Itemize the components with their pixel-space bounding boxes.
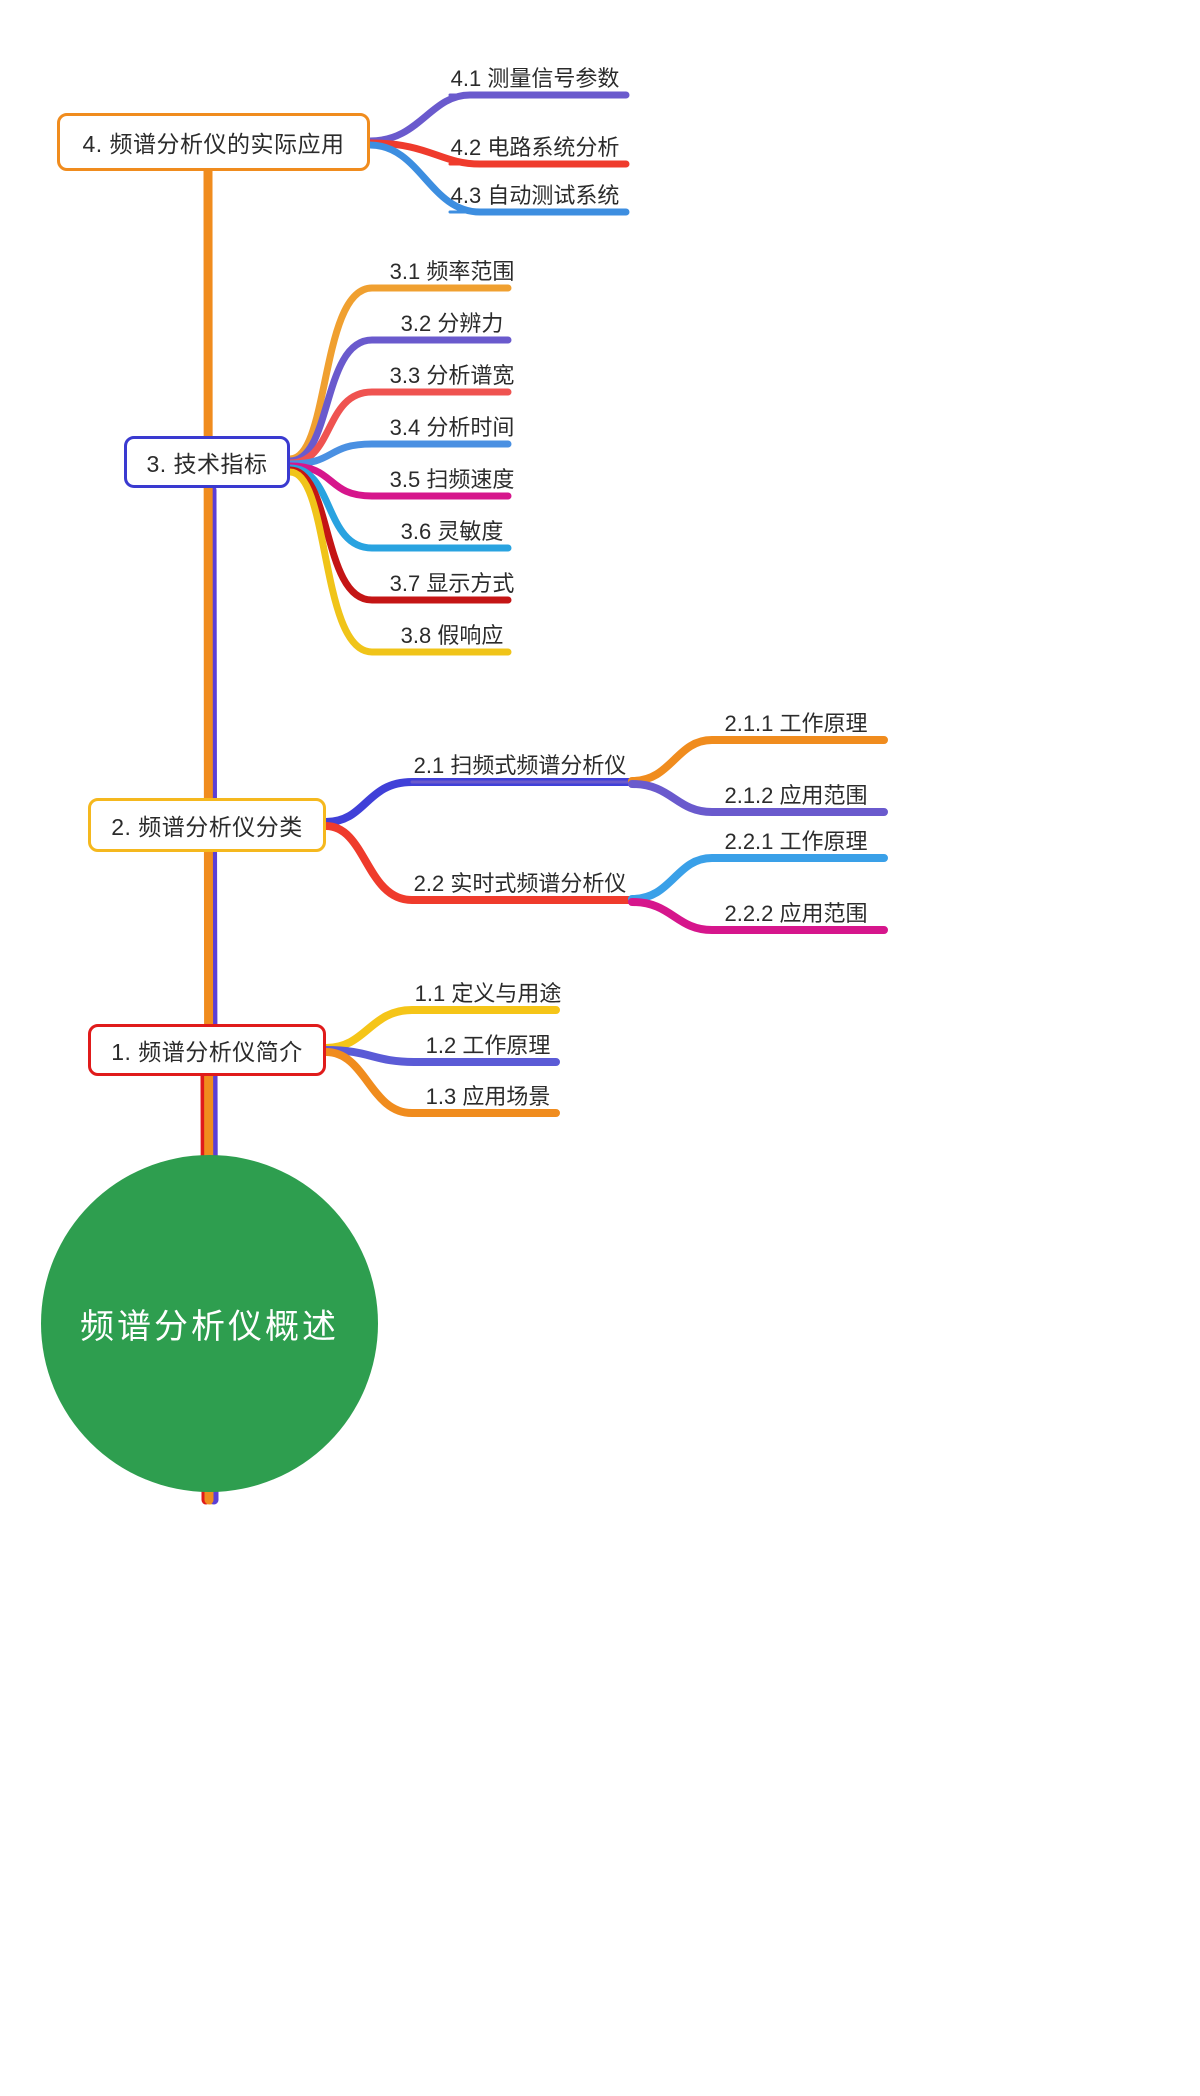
link-2-1-2 (628, 780, 888, 816)
link-3-5 (286, 462, 512, 500)
leaf-node-3-6[interactable]: 3.6 灵敏度 (396, 515, 508, 548)
leaf-node-2-1-2-label: 2.1.2 应用范围 (724, 783, 868, 808)
leaf-node-4-2-label: 4.2 电路系统分析 (450, 135, 620, 160)
leaf-node-4-2[interactable]: 4.2 电路系统分析 (444, 131, 626, 164)
leaf-node-1-2-label: 1.2 工作原理 (425, 1033, 551, 1058)
leaf-node-3-8-label: 3.8 假响应 (400, 623, 504, 648)
leaf-node-1-1[interactable]: 1.1 定义与用途 (415, 977, 562, 1010)
leaf-node-2-2-1-label: 2.2.1 工作原理 (724, 829, 868, 854)
leaf-node-3-5[interactable]: 3.5 扫频速度 (390, 463, 515, 496)
leaf-node-3-7[interactable]: 3.7 显示方式 (390, 567, 515, 600)
root-node-label: 频谱分析仪概述 (80, 1308, 339, 1346)
leaf-node-3-4[interactable]: 3.4 分析时间 (390, 411, 515, 444)
leaf-node-2-1-2[interactable]: 2.1.2 应用范围 (708, 779, 884, 812)
leaf-node-3-1[interactable]: 3.1 频率范围 (390, 255, 515, 288)
leaf-node-3-1-label: 3.1 频率范围 (389, 259, 515, 284)
branch-node-4[interactable]: 4. 频谱分析仪的实际应用 (57, 113, 370, 171)
branch-node-4-label: 4. 频谱分析仪的实际应用 (82, 131, 345, 157)
link-2-1 (322, 778, 636, 826)
leaf-node-2-2-2-label: 2.2.2 应用范围 (724, 901, 868, 926)
link-3-2 (286, 336, 512, 465)
leaf-node-1-2[interactable]: 1.2 工作原理 (420, 1029, 556, 1062)
leaf-node-3-8[interactable]: 3.8 假响应 (396, 619, 508, 652)
link-3-8 (286, 468, 512, 656)
leaf-node-3-6-label: 3.6 灵敏度 (400, 519, 504, 544)
leaf-node-2-2-1[interactable]: 2.2.1 工作原理 (708, 825, 884, 858)
leaf-node-2-1-label: 2.1 扫频式频谱分析仪 (413, 753, 627, 778)
branch-node-1[interactable]: 1. 频谱分析仪简介 (88, 1024, 326, 1076)
link-1-3 (322, 1048, 560, 1117)
link-3-4 (286, 440, 512, 468)
leaf-node-2-1-1-label: 2.1.1 工作原理 (724, 711, 868, 736)
link-3-6 (286, 464, 512, 552)
leaf-node-3-3[interactable]: 3.3 分析谱宽 (390, 359, 515, 392)
leaf-node-3-2[interactable]: 3.2 分辨力 (396, 307, 508, 340)
leaf-node-4-1[interactable]: 4.1 测量信号参数 (444, 62, 626, 95)
branch-node-2-label: 2. 频谱分析仪分类 (111, 814, 303, 840)
leaf-node-4-3-label: 4.3 自动测试系统 (450, 183, 620, 208)
link-3-3 (286, 388, 512, 467)
link-3-1 (286, 284, 512, 463)
leaf-node-3-2-label: 3.2 分辨力 (400, 311, 504, 336)
leaf-node-3-7-label: 3.7 显示方式 (389, 571, 515, 596)
leaf-node-2-2-2[interactable]: 2.2.2 应用范围 (708, 897, 884, 930)
link-1-1 (322, 1006, 560, 1052)
branch-node-2[interactable]: 2. 频谱分析仪分类 (88, 798, 326, 852)
leaf-node-2-1-1[interactable]: 2.1.1 工作原理 (708, 707, 884, 740)
leaf-node-2-2-label: 2.2 实时式频谱分析仪 (413, 871, 627, 896)
root-node[interactable]: 频谱分析仪概述 (41, 1155, 378, 1492)
leaf-node-4-3[interactable]: 4.3 自动测试系统 (444, 179, 626, 212)
link-2-2-1 (628, 854, 888, 903)
branch-node-3[interactable]: 3. 技术指标 (124, 436, 290, 488)
leaf-node-1-1-label: 1.1 定义与用途 (414, 981, 562, 1006)
leaf-node-3-5-label: 3.5 扫频速度 (389, 467, 515, 492)
branch-node-3-label: 3. 技术指标 (146, 451, 268, 477)
leaf-node-1-3[interactable]: 1.3 应用场景 (420, 1080, 556, 1113)
leaf-node-3-3-label: 3.3 分析谱宽 (389, 363, 515, 388)
leaf-node-3-4-label: 3.4 分析时间 (389, 415, 515, 440)
link-2-2 (322, 822, 636, 904)
branch-node-1-label: 1. 频谱分析仪简介 (111, 1039, 303, 1065)
link-2-2-2 (628, 898, 888, 934)
leaf-node-2-2[interactable]: 2.2 实时式频谱分析仪 (408, 867, 632, 900)
link-2-1-1 (628, 736, 888, 785)
leaf-node-4-1-label: 4.1 测量信号参数 (450, 66, 620, 91)
leaf-node-1-3-label: 1.3 应用场景 (425, 1084, 551, 1109)
leaf-node-2-1[interactable]: 2.1 扫频式频谱分析仪 (408, 749, 632, 782)
